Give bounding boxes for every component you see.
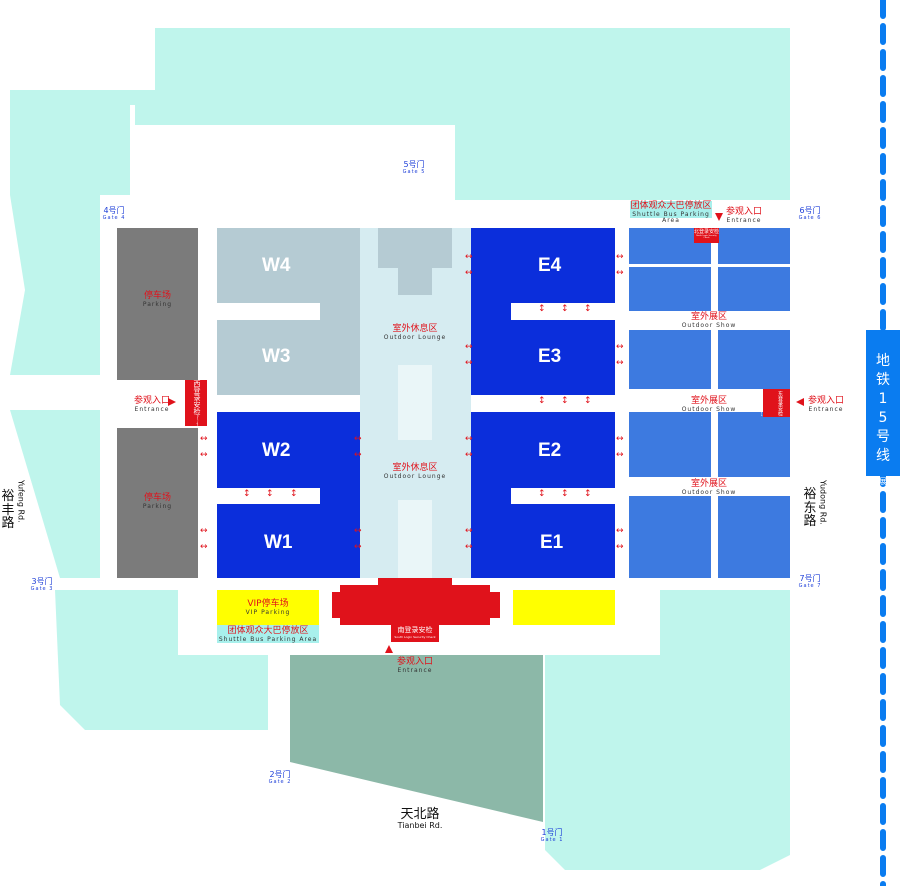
- double-arrow-icon: ↔: [465, 342, 473, 352]
- double-arrow-icon: ↔: [465, 252, 473, 262]
- hall-e3: E3: [538, 346, 562, 367]
- double-arrow-icon: ↕: [538, 396, 546, 406]
- subway-station-label: 国展站: [871, 477, 895, 486]
- double-arrow-icon: ↔: [616, 358, 624, 368]
- subway-line-label: 地铁15号线: [876, 353, 890, 464]
- double-arrow-icon: ↔: [616, 450, 624, 460]
- double-arrow-icon: ↕: [561, 396, 569, 406]
- double-arrow-icon: ↔: [465, 450, 473, 460]
- double-arrow-icon: ↔: [616, 542, 624, 552]
- security-west: 西登录安检West Login Security Check: [177, 380, 207, 426]
- double-arrow-icon: ↔: [200, 450, 208, 460]
- double-arrow-icon: ↔: [465, 434, 473, 444]
- bus-parking-north: [630, 201, 712, 218]
- road-west-en: Yufeng Rd.: [16, 480, 26, 523]
- double-arrow-icon: ↔: [465, 542, 473, 552]
- double-arrow-icon: ↕: [561, 304, 569, 314]
- double-arrow-icon: ↕: [266, 489, 274, 499]
- road-east-cn: 裕东路: [803, 487, 817, 530]
- double-arrow-icon: ↔: [616, 342, 624, 352]
- parking-south-block: [117, 428, 198, 578]
- double-arrow-icon: ↔: [354, 542, 362, 552]
- double-arrow-icon: ↔: [354, 450, 362, 460]
- subway-station-sign: 地铁15号线 国展站: [866, 330, 900, 486]
- hall-e1: E1: [540, 532, 564, 553]
- double-arrow-icon: ↕: [243, 489, 251, 499]
- double-arrow-icon: ↔: [200, 434, 208, 444]
- green-area-west: [10, 195, 100, 375]
- double-arrow-icon: ↔: [465, 358, 473, 368]
- hall-w4: W4: [262, 255, 291, 276]
- hall-w2: W2: [262, 440, 291, 461]
- green-area-south-right: [545, 590, 790, 870]
- security-east: 东登录安检East Login Security Check: [760, 389, 790, 417]
- double-arrow-icon: ↕: [584, 396, 592, 406]
- double-arrow-icon: ↔: [200, 542, 208, 552]
- double-arrow-icon: ↔: [616, 434, 624, 444]
- hall-w3: W3: [262, 346, 291, 367]
- double-arrow-icon: ↔: [465, 268, 473, 278]
- double-arrow-icon: ↔: [354, 434, 362, 444]
- bus-parking-south: [217, 625, 319, 643]
- double-arrow-icon: ↕: [538, 489, 546, 499]
- plaza-south: [290, 655, 543, 822]
- double-arrow-icon: ↔: [616, 252, 624, 262]
- hall-e4: E4: [538, 255, 562, 276]
- double-arrow-icon: ↕: [290, 489, 298, 499]
- road-east-en: Yudong Rd.: [818, 480, 828, 525]
- parking-north-block: [117, 228, 198, 380]
- double-arrow-icon: ↕: [561, 489, 569, 499]
- double-arrow-icon: ↕: [584, 304, 592, 314]
- double-arrow-icon: ↔: [616, 268, 624, 278]
- vip-parking-area: [217, 590, 319, 625]
- yellow-area-east: [513, 590, 615, 625]
- green-area-south-left: [55, 590, 268, 730]
- south-security-building: [332, 578, 500, 625]
- double-arrow-icon: ↕: [584, 489, 592, 499]
- green-area-northwest: [10, 90, 320, 195]
- green-area-north: [135, 28, 790, 200]
- green-area-southwest: [10, 410, 100, 578]
- double-arrow-icon: ↔: [465, 526, 473, 536]
- double-arrow-icon: ↔: [354, 526, 362, 536]
- double-arrow-icon: ↕: [538, 304, 546, 314]
- hall-e2: E2: [538, 440, 562, 461]
- double-arrow-icon: ↔: [200, 526, 208, 536]
- outdoor-show-blocks: [629, 228, 790, 578]
- hall-w1: W1: [264, 532, 293, 553]
- road-west-cn: 裕丰路: [1, 489, 15, 532]
- double-arrow-icon: ↔: [616, 526, 624, 536]
